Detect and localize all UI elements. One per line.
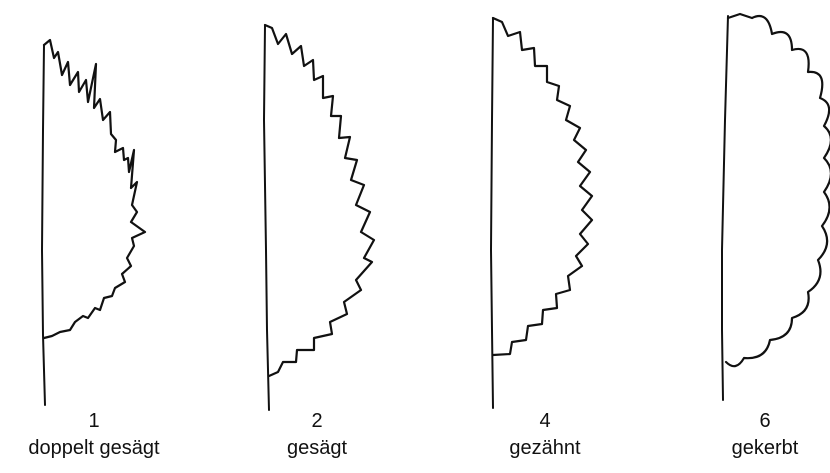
leaf-2-name: gesägt (287, 437, 347, 459)
leaf-2-margin (263, 23, 376, 378)
leaf-6-margin (724, 12, 830, 368)
leaf-doppelt-gesaegt (40, 38, 147, 406)
leaf-1-margin (42, 38, 147, 340)
leaf-4-number: 4 (539, 410, 550, 432)
leaf-2-midrib (262, 24, 270, 411)
leaf-gesaegt (262, 23, 376, 411)
leaf-6-number: 6 (759, 410, 770, 432)
leaf-6-name: gekerbt (732, 437, 799, 459)
leaf-1-name: doppelt gesägt (28, 437, 160, 459)
leaf-1-midrib (40, 44, 46, 406)
leaf-1-number: 1 (88, 410, 99, 432)
leaf-4-midrib (489, 17, 494, 409)
leaf-4-name: gezähnt (509, 437, 581, 459)
leaf-4-margin (491, 16, 594, 357)
leaf-gekerbt (721, 12, 830, 401)
leaf-2-number: 2 (311, 410, 322, 432)
leaf-gezaehnt (489, 16, 594, 409)
leaf-6-midrib (721, 15, 729, 401)
